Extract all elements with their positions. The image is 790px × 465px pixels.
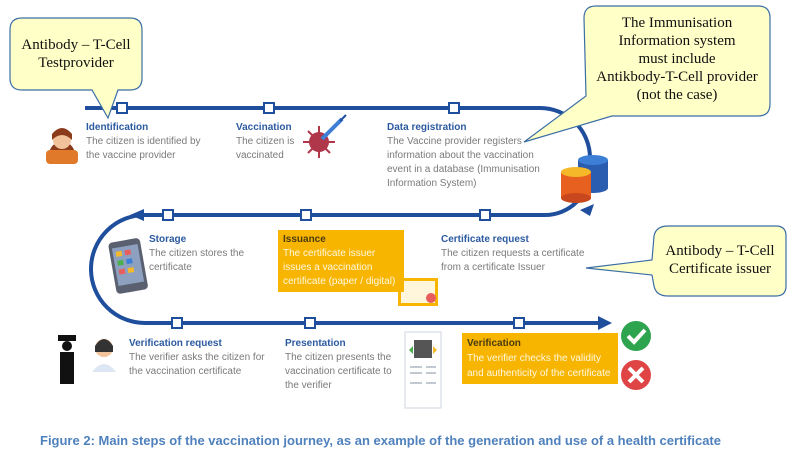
- milestone-data-registration: [448, 102, 460, 114]
- invalid-cross-icon: [621, 360, 651, 390]
- callout-testprovider-bubble: [9, 17, 143, 120]
- callout-issuer-text: Antibody – T-Cell Certificate issuer: [665, 243, 775, 277]
- step-data-registration: Data registration The Vaccine provider r…: [387, 121, 557, 191]
- step-description: The verifier checks the validity and aut…: [467, 353, 611, 379]
- step-description: The citizen presents the vaccination cer…: [285, 352, 392, 391]
- milestone-vaccination: [263, 102, 275, 114]
- step-description: The Vaccine provider registers informati…: [387, 136, 540, 189]
- smartphone-icon: [108, 238, 148, 294]
- milestone-identification: [116, 102, 128, 114]
- step-verification: Verification The verifier checks the val…: [462, 333, 618, 384]
- callout-immunisation-bubble: [523, 5, 771, 143]
- arrow-head-right-top: [580, 204, 594, 216]
- digital-certificate-phone-icon: [404, 331, 442, 409]
- callout-testprovider-text: Antibody – T-Cell Testprovider: [21, 37, 131, 71]
- step-description: The verifier asks the citizen for the va…: [129, 352, 265, 377]
- milestone-storage: [162, 209, 174, 221]
- step-description: The citizen is identified by the vaccine…: [86, 136, 201, 161]
- milestone-certificate-request: [479, 209, 491, 221]
- step-description: The citizen stores the certificate: [149, 248, 245, 273]
- step-description: The certificate issuer issues a vaccinat…: [283, 248, 396, 287]
- virus-syringe-icon: [303, 114, 347, 158]
- milestone-presentation: [304, 317, 316, 329]
- step-title: Presentation: [285, 338, 346, 349]
- step-certificate-request: Certificate request The citizen requests…: [441, 233, 591, 275]
- step-title: Vaccination: [236, 122, 292, 133]
- step-identification: Identification The citizen is identified…: [86, 121, 206, 163]
- step-title: Identification: [86, 122, 149, 133]
- milestone-verification-request: [171, 317, 183, 329]
- step-issuance: Issuance The certificate issuer issues a…: [278, 230, 404, 292]
- step-description: The citizen requests a certificate from …: [441, 248, 585, 273]
- step-title: Verification request: [129, 338, 222, 349]
- step-storage: Storage The citizen stores the certifica…: [149, 233, 259, 275]
- milestone-verification: [513, 317, 525, 329]
- callout-issuer-bubble: [585, 225, 787, 297]
- figure-caption: Figure 2: Main steps of the vaccination …: [40, 433, 721, 448]
- step-title: Issuance: [283, 234, 326, 245]
- step-verification-request: Verification request The verifier asks t…: [129, 337, 269, 379]
- step-title: Verification: [467, 338, 521, 349]
- milestone-issuance: [300, 209, 312, 221]
- step-title: Certificate request: [441, 234, 529, 245]
- step-vaccination: Vaccination The citizen is vaccinated: [236, 121, 298, 163]
- step-title: Data registration: [387, 122, 467, 133]
- step-presentation: Presentation The citizen presents the va…: [285, 337, 400, 393]
- journey-track: [85, 106, 600, 325]
- callout-immunisation-text: The Immunisation Information system must…: [596, 15, 758, 103]
- citizen-woman-icon: [46, 128, 78, 164]
- doctor-icon: [92, 339, 116, 372]
- officer-icon: [58, 335, 76, 384]
- database-icon: [561, 155, 608, 203]
- arrow-head-end: [598, 316, 612, 330]
- step-description: The citizen is vaccinated: [236, 136, 295, 161]
- valid-check-icon: [621, 321, 651, 351]
- arrow-head-left: [130, 209, 144, 221]
- certificate-icon: [398, 278, 438, 306]
- step-title: Storage: [149, 234, 187, 245]
